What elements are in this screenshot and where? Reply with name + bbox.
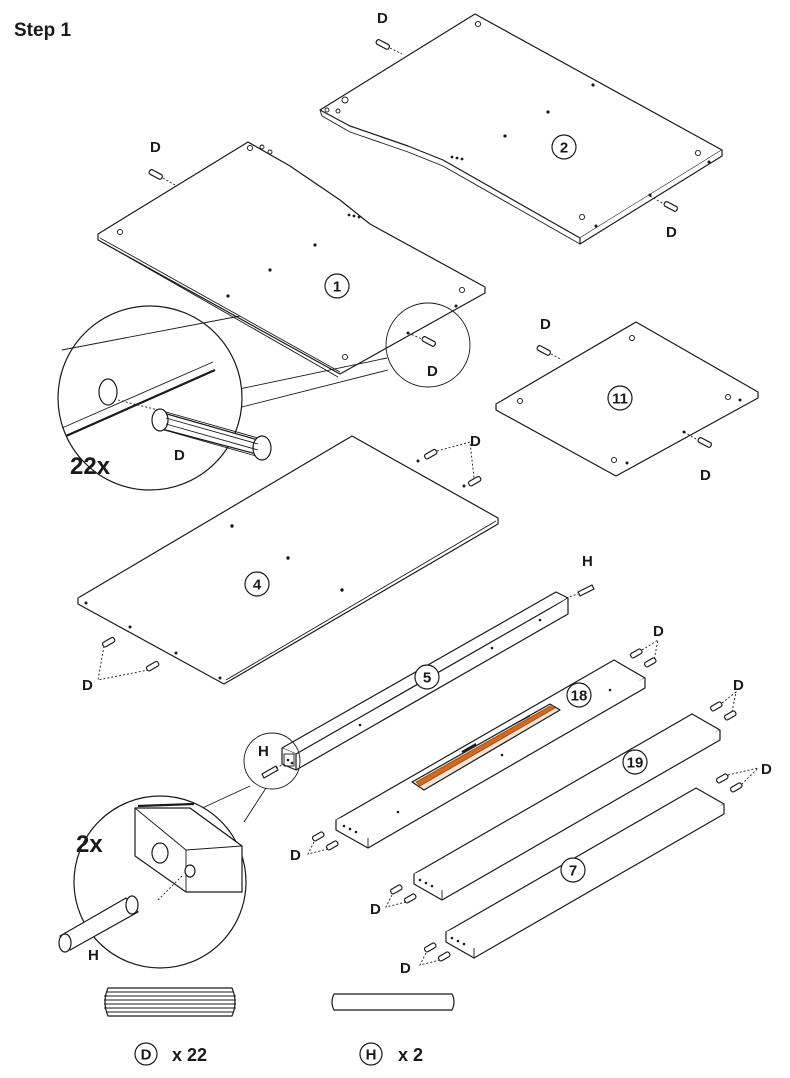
dowel-callout-panel-4-top: D [423, 433, 482, 487]
dowel-callout-board-19-left: D [370, 884, 417, 918]
pin-enlarged-icon [58, 895, 139, 953]
dowel-label: D [174, 447, 185, 464]
dowel-callout-panel-11-right: D [683, 431, 713, 484]
dowel-callout-board-7-right: D [715, 761, 772, 793]
dowel-callout-panel-2-top: D [375, 10, 403, 55]
panel-11: 11 [495, 321, 759, 477]
dowel-callout-board-18-left: D [290, 831, 339, 864]
dowel-callout-panel-2-right: D [649, 195, 679, 241]
legend-pin-count: x 2 [398, 1045, 423, 1065]
dowel-label: D [540, 316, 551, 333]
dowel-enlarged-icon [151, 408, 272, 461]
dowel-callout-board-7-left: D [400, 942, 451, 977]
pin-label: H [88, 947, 99, 964]
dowel-callout-panel-1-right: D [407, 332, 438, 380]
legend-dowel: D x 22 [104, 987, 236, 1066]
part-number-19: 19 [627, 755, 644, 772]
dowel-label: D [82, 677, 93, 694]
dowel-label: D [150, 139, 161, 156]
legend-dowel-count: x 22 [172, 1045, 207, 1065]
dowel-callout-board-18-right: D [629, 623, 664, 668]
pin-multiplier: 2x [76, 831, 103, 858]
dowel-callout-panel-11-top: D [536, 316, 563, 361]
dowel-label: D [653, 623, 664, 640]
panel-4: 4 [77, 435, 499, 685]
dowel-callout-panel-4-bottom: D [82, 636, 160, 694]
rail-5: 5 [281, 591, 569, 771]
part-number-18: 18 [571, 688, 588, 705]
dowel-label: D [370, 901, 381, 918]
legend-pin-letter: H [366, 1047, 377, 1064]
dowel-label: D [377, 10, 388, 27]
dowel-label: D [761, 761, 772, 778]
dowel-detail-callout: 22x D [57, 305, 389, 491]
dowel-callout-board-19-right: D [709, 677, 744, 721]
dowel-label: D [666, 224, 677, 241]
part-number-1: 1 [333, 279, 341, 296]
board-19: 19 [413, 713, 721, 901]
dowel-label: D [470, 433, 481, 450]
part-number-4: 4 [253, 577, 262, 594]
pin-callout-rail-5-left: H [258, 743, 285, 779]
dowel-multiplier: 22x [70, 453, 111, 480]
panel-2: 2 [319, 13, 723, 245]
part-number-5: 5 [423, 670, 431, 687]
pin-label: H [258, 743, 269, 760]
step-title: Step 1 [14, 20, 71, 41]
part-number-11: 11 [612, 391, 628, 408]
dowel-label: D [733, 677, 744, 694]
part-number-7: 7 [569, 863, 577, 880]
pin-callout-rail-5-right: H [565, 553, 595, 599]
legend-dowel-letter: D [141, 1047, 152, 1064]
dowel-callout-panel-1-left: D [148, 139, 176, 186]
dowel-label: D [400, 960, 411, 977]
detail-focus-circle [385, 302, 471, 388]
dowel-label: D [700, 467, 711, 484]
pin-label: H [582, 553, 593, 570]
pin-detail-callout: 2x H [58, 785, 267, 969]
dowel-label: D [290, 847, 301, 864]
dowel-icon [104, 987, 236, 1017]
board-18: 18 [335, 659, 646, 849]
panel-1: 1 [97, 141, 486, 378]
slot-accent [415, 704, 556, 787]
pin-icon [331, 993, 455, 1011]
pin-focus-circle [243, 732, 301, 790]
part-number-2: 2 [560, 140, 568, 157]
legend-pin: H x 2 [331, 993, 455, 1066]
dowel-label: D [427, 363, 438, 380]
board-7: 7 [445, 787, 725, 959]
